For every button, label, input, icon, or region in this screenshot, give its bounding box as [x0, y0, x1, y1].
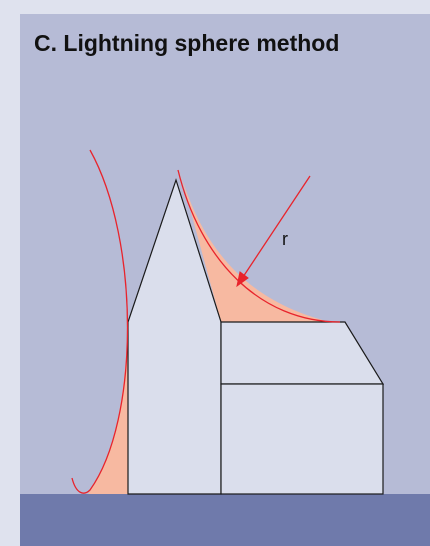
ground [20, 494, 430, 546]
sphere-arc-right [177, 169, 341, 323]
radius-arrow-shaft [240, 175, 311, 281]
nave-body [220, 383, 384, 495]
tower [127, 178, 222, 495]
protected-zone-left [88, 322, 128, 494]
radius-arrow-head [236, 271, 249, 288]
protected-zone-roof [180, 172, 330, 322]
radius-label: r [282, 229, 288, 249]
figure-title: C. Lightning sphere method [34, 30, 340, 56]
sphere-arc-left [71, 149, 129, 494]
